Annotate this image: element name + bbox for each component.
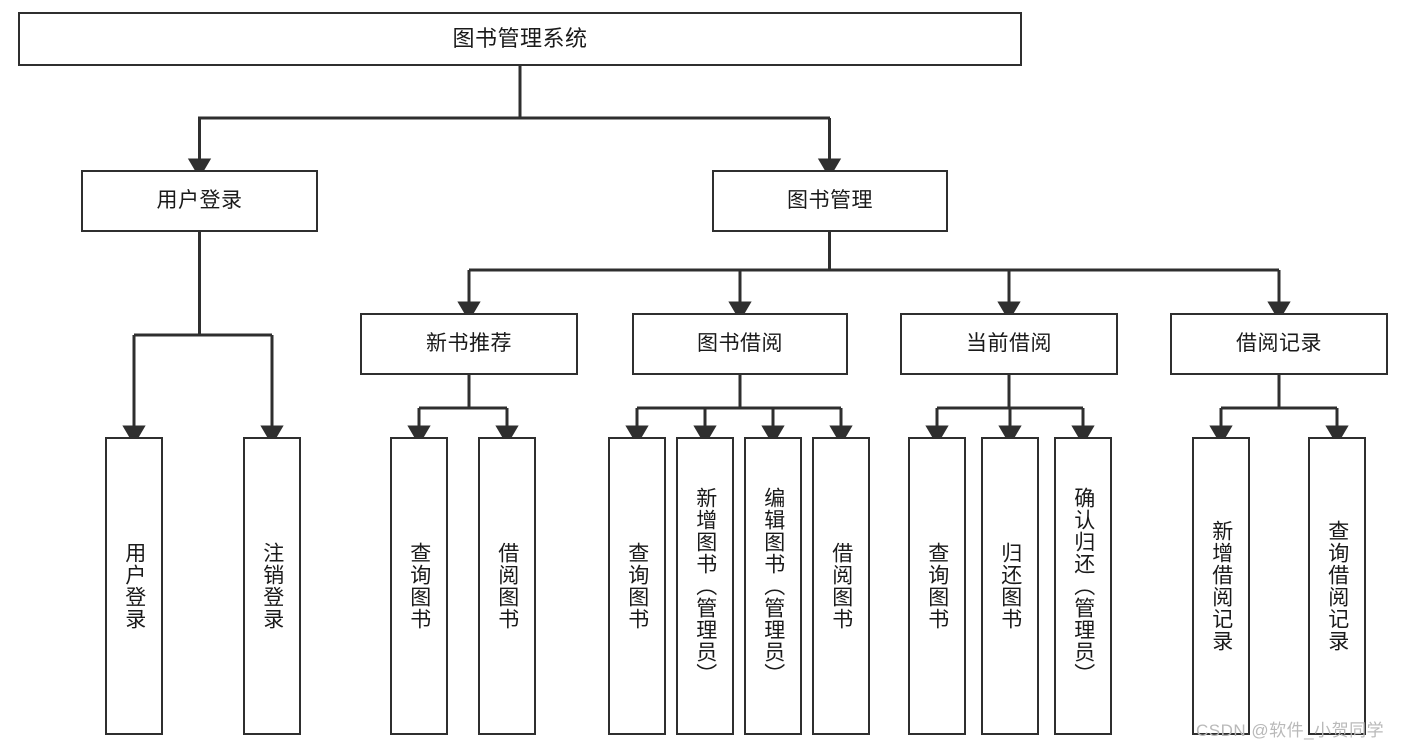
node-leaf-add-record[interactable]: 新增借阅记录 [1192,437,1250,735]
node-leaf-user-login-label: 用户登录 [122,542,146,630]
node-root-label: 图书管理系统 [452,25,588,51]
node-user-login-label: 用户登录 [156,189,243,213]
node-leaf-edit-book[interactable]: 编辑图书（管理员） [744,437,802,735]
node-leaf-return-book-label: 归还图书 [998,542,1022,630]
node-leaf-query-record-label: 查询借阅记录 [1325,520,1349,652]
node-leaf-user-logout[interactable]: 注销登录 [243,437,301,735]
node-book-borrow-label: 图书借阅 [697,332,783,356]
node-leaf-return-book[interactable]: 归还图书 [981,437,1039,735]
node-leaf-query-book-cur-label: 查询图书 [925,542,949,630]
node-current-borrow-label: 当前借阅 [966,332,1052,356]
node-book-manage[interactable]: 图书管理 [712,170,948,232]
node-leaf-query-record[interactable]: 查询借阅记录 [1308,437,1366,735]
node-borrow-record[interactable]: 借阅记录 [1170,313,1388,375]
node-leaf-add-book-label: 新增图书（管理员） [693,487,717,685]
node-leaf-confirm-return-label: 确认归还（管理员） [1071,487,1095,685]
node-leaf-add-record-label: 新增借阅记录 [1209,520,1233,652]
node-leaf-query-book-rec-label: 查询图书 [407,542,431,630]
node-leaf-borrow-book-brw[interactable]: 借阅图书 [812,437,870,735]
node-current-borrow[interactable]: 当前借阅 [900,313,1118,375]
node-new-book-recommend-label: 新书推荐 [426,332,512,356]
node-leaf-edit-book-label: 编辑图书（管理员） [761,487,785,685]
node-leaf-query-book-brw[interactable]: 查询图书 [608,437,666,735]
node-leaf-borrow-book-brw-label: 借阅图书 [829,542,853,630]
node-leaf-query-book-brw-label: 查询图书 [625,542,649,630]
node-root[interactable]: 图书管理系统 [18,12,1022,66]
node-leaf-borrow-book-rec-label: 借阅图书 [495,542,519,630]
node-leaf-user-login[interactable]: 用户登录 [105,437,163,735]
node-borrow-record-label: 借阅记录 [1236,332,1322,356]
node-leaf-query-book-rec[interactable]: 查询图书 [390,437,448,735]
watermark-text: CSDN @软件_小贺同学 [1196,721,1385,740]
node-leaf-borrow-book-rec[interactable]: 借阅图书 [478,437,536,735]
node-leaf-confirm-return[interactable]: 确认归还（管理员） [1054,437,1112,735]
node-leaf-user-logout-label: 注销登录 [260,542,284,630]
node-new-book-recommend[interactable]: 新书推荐 [360,313,578,375]
node-book-manage-label: 图书管理 [787,189,873,213]
node-leaf-query-book-cur[interactable]: 查询图书 [908,437,966,735]
node-book-borrow[interactable]: 图书借阅 [632,313,848,375]
node-user-login[interactable]: 用户登录 [81,170,318,232]
node-leaf-add-book[interactable]: 新增图书（管理员） [676,437,734,735]
